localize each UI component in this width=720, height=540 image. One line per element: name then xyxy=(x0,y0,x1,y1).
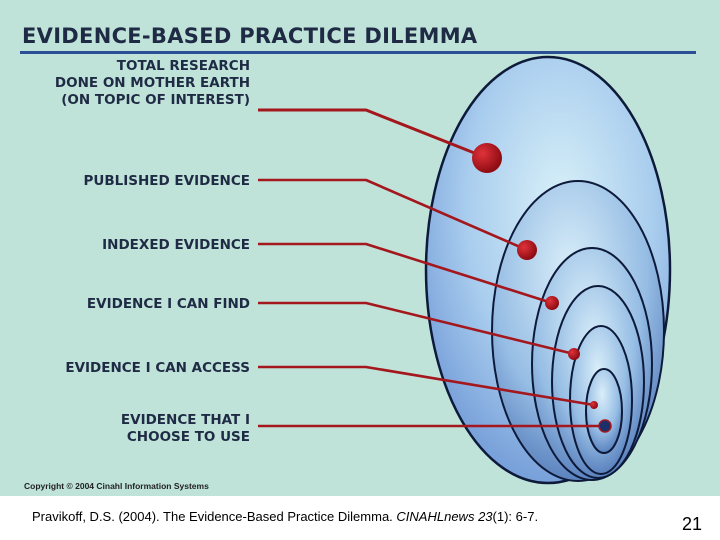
copyright-notice: Copyright © 2004 Cinahl Information Syst… xyxy=(24,481,209,491)
label-indexed-evidence: INDEXED EVIDENCE xyxy=(102,237,250,254)
label-published-evidence: PUBLISHED EVIDENCE xyxy=(84,173,250,190)
label-evidence-can-access: EVIDENCE I CAN ACCESS xyxy=(65,360,250,377)
citation-volume: 23 xyxy=(478,509,492,524)
label-evidence-can-find: EVIDENCE I CAN FIND xyxy=(87,296,250,313)
marker-evidence-can-access xyxy=(590,401,598,409)
label-total-research: TOTAL RESEARCH DONE ON MOTHER EARTH (ON … xyxy=(55,58,250,109)
citation-issue-pages: (1): 6-7. xyxy=(493,509,539,524)
page-number: 21 xyxy=(682,514,702,535)
marker-total-research xyxy=(472,143,502,173)
marker-indexed-evidence xyxy=(545,296,559,310)
citation-journal: CINAHLnews xyxy=(396,509,474,524)
marker-evidence-choose-to-use xyxy=(599,420,611,432)
label-evidence-choose-to-use: EVIDENCE THAT I CHOOSE TO USE xyxy=(121,412,250,446)
marker-published-evidence xyxy=(517,240,537,260)
marker-evidence-can-find xyxy=(568,348,580,360)
ellipse-evidence-choose-to-use xyxy=(586,369,622,453)
citation: Pravikoff, D.S. (2004). The Evidence-Bas… xyxy=(32,509,538,524)
citation-authors: Pravikoff, D.S. (2004). The Evidence-Bas… xyxy=(32,509,393,524)
